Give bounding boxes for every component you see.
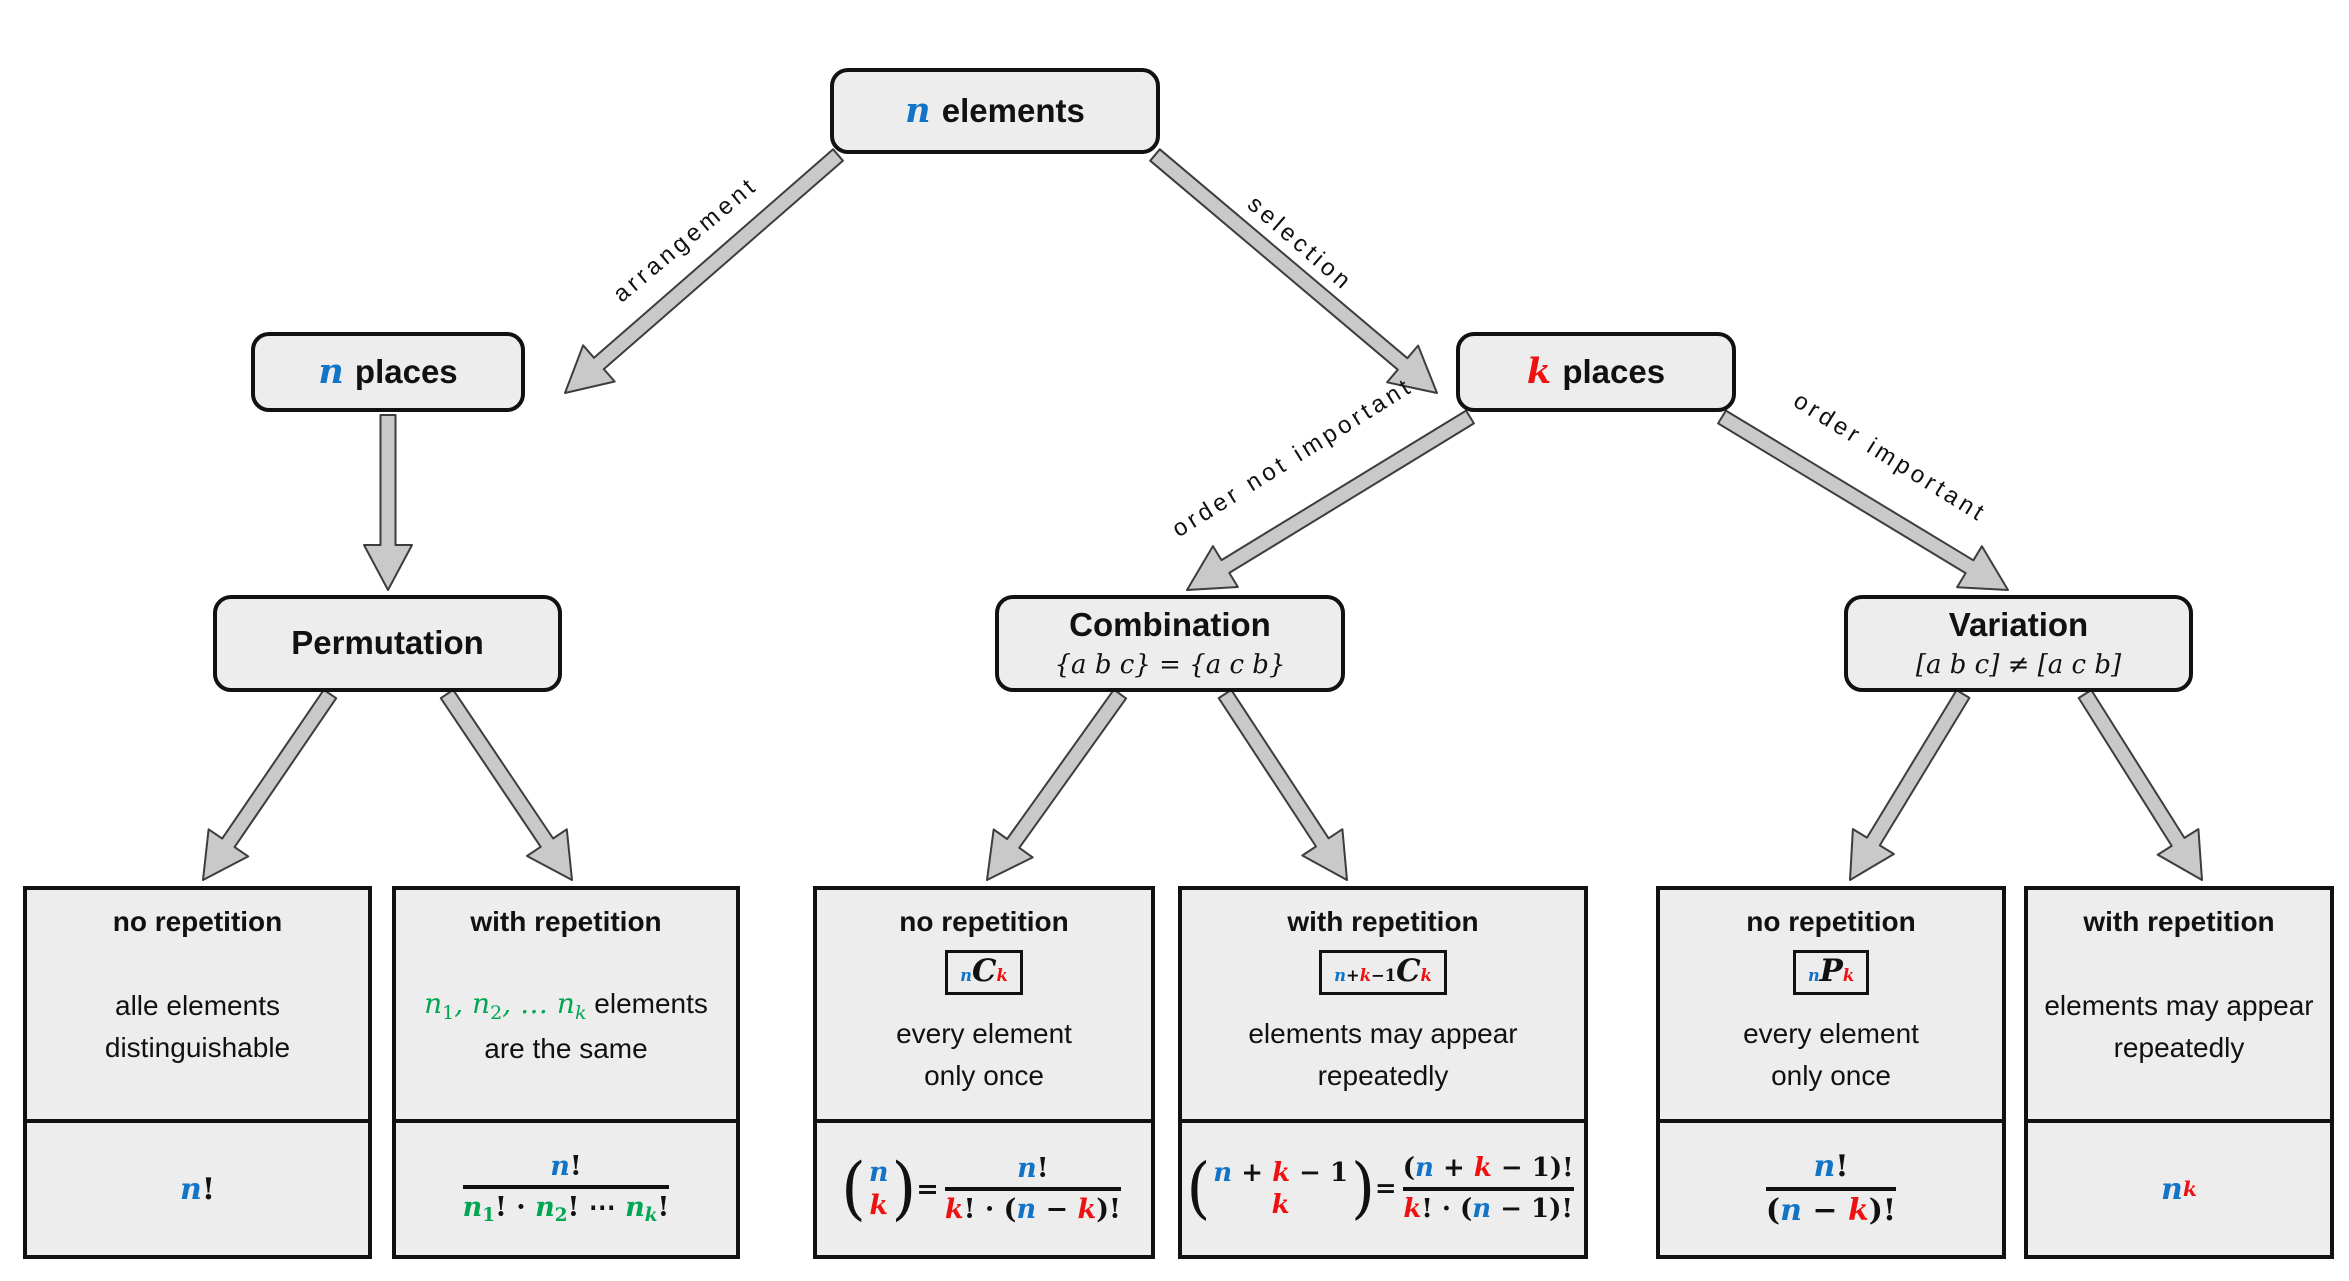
desc-line: are the same [484,1033,648,1065]
node-n-elements-title: n elements [905,89,1085,131]
desc-line: elements may appear [1248,1017,1518,1049]
node-n-elements: n elements [830,68,1160,154]
flow-arrow [564,148,844,394]
card-body: with repetition n1, n2, … nk elements ar… [396,890,736,1119]
node-k-places-title: k places [1526,350,1666,392]
desc-line: only once [1771,1059,1891,1091]
card-description: n1, n2, … nk elements are the same [424,938,708,1119]
card-description: every element only once [1743,995,1919,1119]
node-n-places: n places [251,332,525,412]
desc-line: every element [1743,1017,1919,1049]
desc-line: distinguishable [104,1031,291,1063]
card-formula: n! [27,1119,368,1255]
flow-arrow [363,414,413,591]
flow-arrow [986,688,1128,881]
card-title: no repetition [899,906,1069,937]
card-description: elements may appear repeatedly [2044,938,2313,1119]
card-title: no repetition [112,906,283,937]
node-variation-subtitle: [a b c] ≠ [a c b] [1915,649,2122,680]
card-formula: n!(n − k)! [1660,1119,2002,1255]
card-description: every element only once [896,995,1072,1119]
node-combination: Combination {a b c} = {a c b} [995,595,1345,692]
card-permutation-no-repetition: no repetition alle elements distinguisha… [23,886,372,1259]
card-title: with repetition [1287,906,1479,937]
card-formula: n!n1! · n2! ⋯ nk! [396,1119,736,1255]
node-combination-subtitle: {a b c} = {a c b} [1054,649,1286,680]
flow-arrow [202,688,338,881]
flow-arrow [1217,688,1348,881]
card-title: with repetition [2083,906,2275,937]
desc-line: alle elements [115,989,280,1021]
node-n-places-title: n places [318,350,458,392]
node-combination-title: Combination [1069,606,1271,644]
desc-line: repeatedly [1317,1059,1449,1091]
node-k-places: k places [1456,332,1736,412]
node-permutation: Permutation [213,595,562,692]
flow-arrow [1186,409,1475,591]
desc-line: repeatedly [2113,1031,2245,1063]
flow-arrow [2077,689,2203,881]
desc-line: every element [896,1017,1072,1049]
card-description: alle elements distinguishable [105,938,290,1119]
card-body: with repetition elements may appear repe… [2028,890,2330,1119]
card-permutation-with-repetition: with repetition n1, n2, … nk elements ar… [392,886,740,1259]
flow-arrow [1849,689,1971,881]
card-title: with repetition [470,906,662,937]
flow-arrow [1717,409,2009,591]
flow-arrow [439,688,573,881]
card-title: no repetition [1746,906,1916,937]
desc-line: elements may appear [2044,989,2314,1021]
card-body: no repetition alle elements distinguisha… [27,890,368,1119]
flow-arrow [1149,148,1438,394]
node-variation-title: Variation [1948,606,2089,644]
card-description: elements may appear repeatedly [1248,995,1517,1119]
desc-line: n1, n2, … nk elements [424,986,708,1024]
card-variation-with-repetition: with repetition elements may appear repe… [2024,886,2334,1259]
node-permutation-title: Permutation [291,624,484,662]
node-variation: Variation [a b c] ≠ [a c b] [1844,595,2193,692]
desc-line: only once [924,1059,1044,1091]
